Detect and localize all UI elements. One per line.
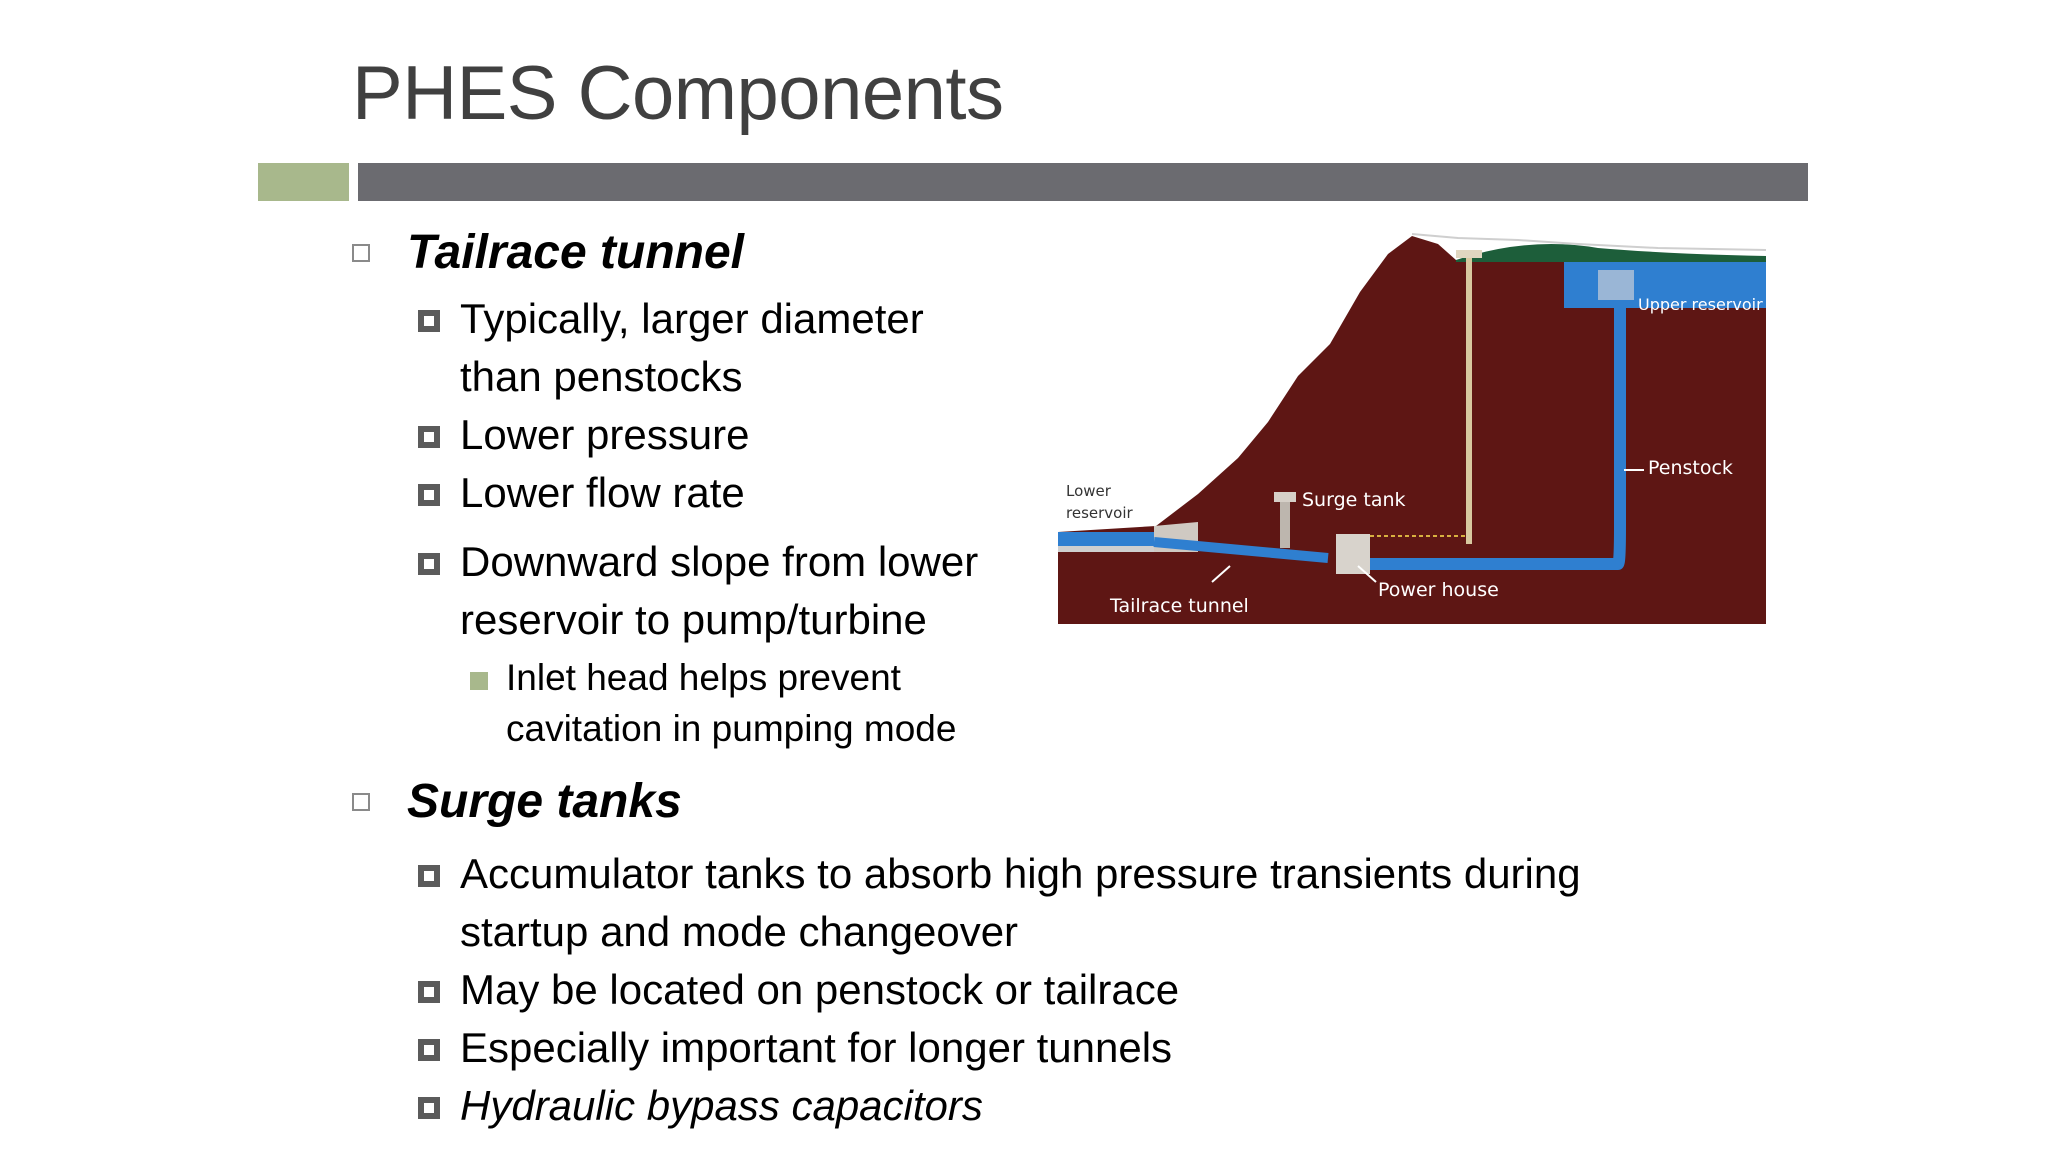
surge-tank-shaft (1280, 498, 1290, 548)
lower-reservoir-water (1058, 532, 1158, 546)
tailrace-tunnel-pipe (1153, 537, 1329, 563)
label-lower-reservoir-line2: reservoir (1066, 504, 1133, 522)
sub-bullet-text: Inlet head helps prevent (506, 657, 901, 698)
filled-square-bullet-icon (470, 672, 488, 690)
section-heading-text: Surge tanks (407, 775, 682, 828)
hollow-square-bullet-icon (352, 793, 370, 811)
label-power-house: Power house (1378, 579, 1499, 601)
phes-cross-section-diagram: Upper reservoir Penstock Surge tank Lowe… (1058, 233, 1766, 624)
bullet-text: Downward slope from lower (460, 538, 979, 585)
slide-title: PHES Components (352, 51, 1004, 136)
label-penstock: Penstock (1648, 457, 1733, 479)
bullet-text: May be located on penstock or tailrace (460, 966, 1180, 1013)
label-lower-reservoir-line1: Lower (1066, 482, 1112, 500)
title-accent-bar (258, 163, 349, 201)
square-bullet-icon (418, 981, 440, 1003)
square-bullet-icon (418, 310, 440, 332)
bullet-text: reservoir to pump/turbine (460, 596, 927, 643)
square-bullet-icon (418, 484, 440, 506)
upper-reservoir-water (1564, 262, 1766, 308)
bullet-text: Especially important for longer tunnels (460, 1024, 1173, 1071)
label-upper-reservoir: Upper reservoir (1638, 295, 1763, 314)
bullet-text: Typically, larger diameter (460, 295, 924, 342)
label-tailrace-tunnel: Tailrace tunnel (1109, 595, 1249, 617)
square-bullet-icon (418, 553, 440, 575)
bullet-text: than penstocks (460, 353, 743, 400)
sub-bullet-text: cavitation in pumping mode (506, 708, 957, 749)
label-surge-tank: Surge tank (1302, 489, 1406, 511)
bullet-text: startup and mode changeover (460, 908, 1019, 955)
bullet-text: Lower pressure (460, 411, 750, 458)
title-divider-bar (358, 163, 1808, 201)
bullet-text: Hydraulic bypass capacitors (460, 1082, 983, 1129)
bullet-text: Accumulator tanks to absorb high pressur… (460, 850, 1581, 897)
square-bullet-icon (418, 426, 440, 448)
square-bullet-icon (418, 865, 440, 887)
bullet-text: Lower flow rate (460, 469, 745, 516)
section-heading-text: Tailrace tunnel (407, 226, 744, 279)
upper-hill (1456, 244, 1766, 262)
hollow-square-bullet-icon (352, 244, 370, 262)
square-bullet-icon (418, 1039, 440, 1061)
square-bullet-icon (418, 1097, 440, 1119)
penstock-pipe (1370, 286, 1626, 570)
mountain-rock (1058, 236, 1766, 624)
powerhouse-block (1336, 534, 1370, 574)
